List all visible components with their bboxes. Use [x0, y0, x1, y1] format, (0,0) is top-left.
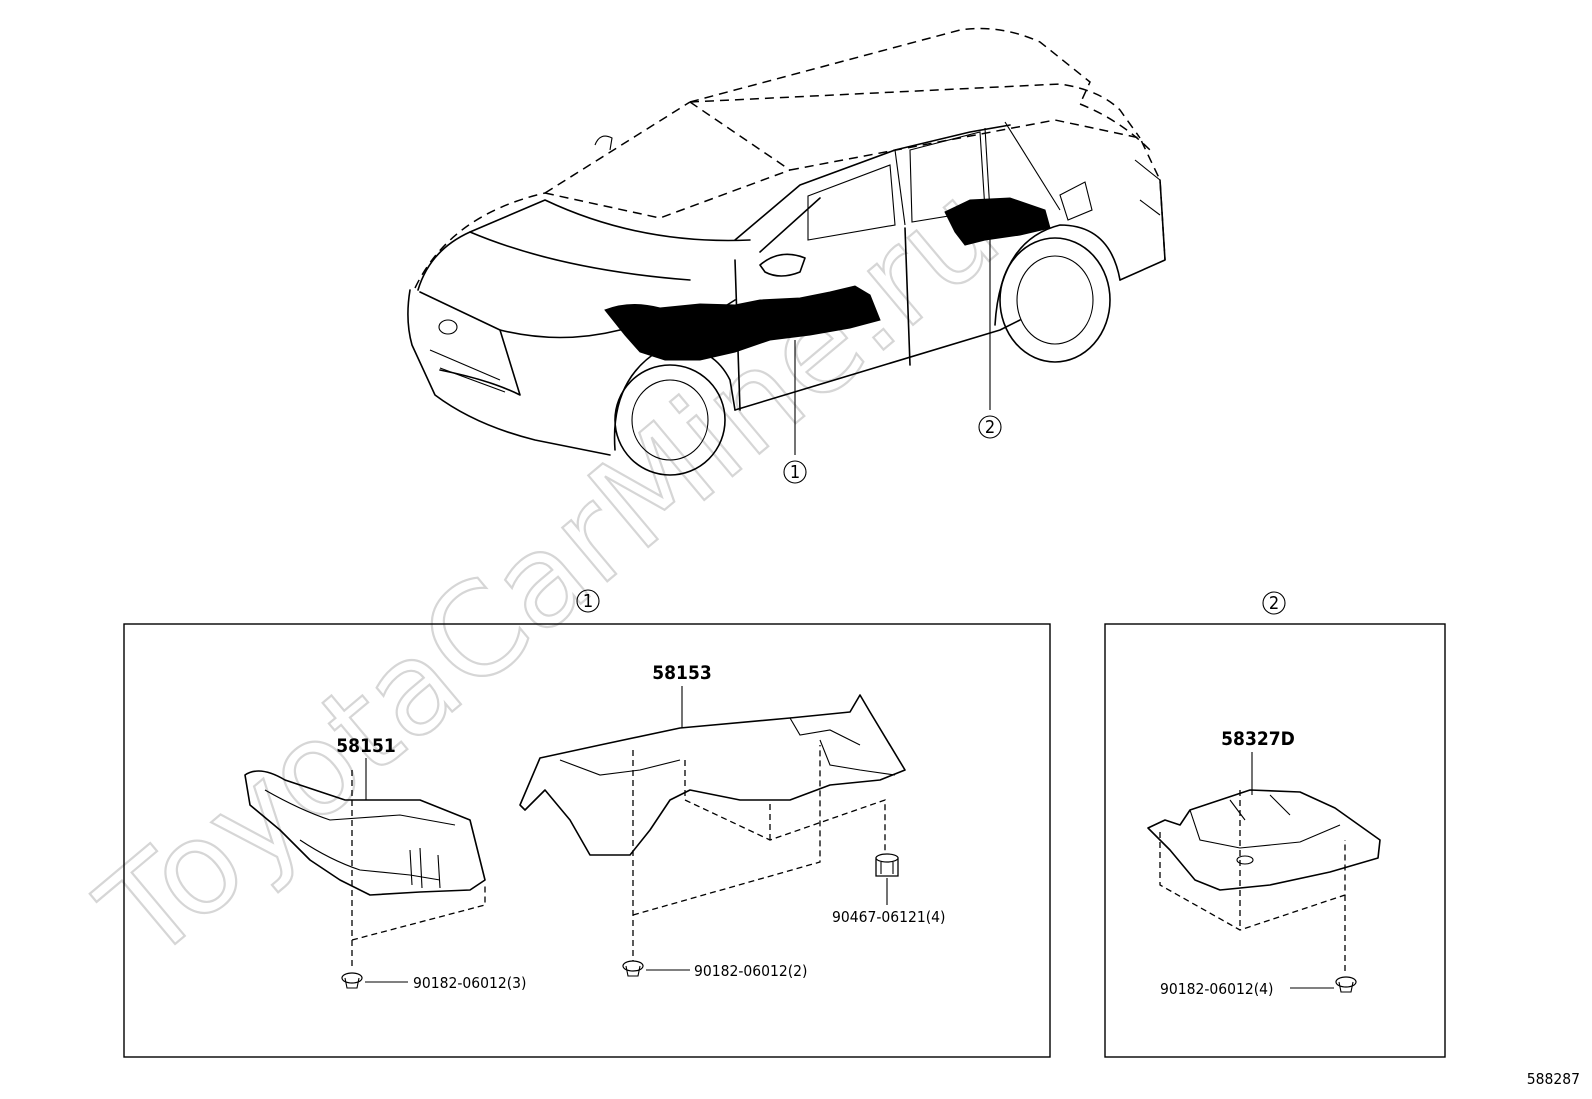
fastener-label-90182-3: 90182-06012(3)	[413, 974, 527, 992]
part-label-58151: 58151	[336, 735, 395, 757]
panel-2-number: 2	[1269, 593, 1279, 614]
fastener-label-90182-2: 90182-06012(2)	[694, 962, 808, 980]
panel-1-number: 1	[583, 591, 593, 612]
panel-2-frame	[1104, 623, 1446, 1058]
nut-fastener	[875, 853, 899, 877]
clip-fastener-1	[341, 972, 363, 989]
callout-1: 1	[790, 462, 800, 483]
part-label-58327D: 58327D	[1221, 728, 1295, 750]
panel-1-frame	[123, 623, 1051, 1058]
vehicle-illustration: 1 2	[407, 27, 1166, 484]
diagram-id: 588287	[1527, 1070, 1580, 1088]
part-58327D-drawing	[1147, 789, 1381, 975]
callout-2: 2	[985, 417, 995, 438]
fastener-label-90467: 90467-06121(4)	[832, 908, 946, 926]
panel-1: 1 58151 90182-06012(3)	[123, 589, 1051, 1058]
part-label-58153: 58153	[652, 662, 711, 684]
clip-fastener-3	[1335, 976, 1357, 993]
fastener-label-90182-4: 90182-06012(4)	[1160, 980, 1274, 998]
panel-2: 2 58327D 90182-06012(4)	[1104, 591, 1446, 1058]
part-58153-drawing	[519, 694, 906, 962]
clip-fastener-2	[622, 960, 644, 977]
part-58151-drawing	[244, 770, 486, 970]
